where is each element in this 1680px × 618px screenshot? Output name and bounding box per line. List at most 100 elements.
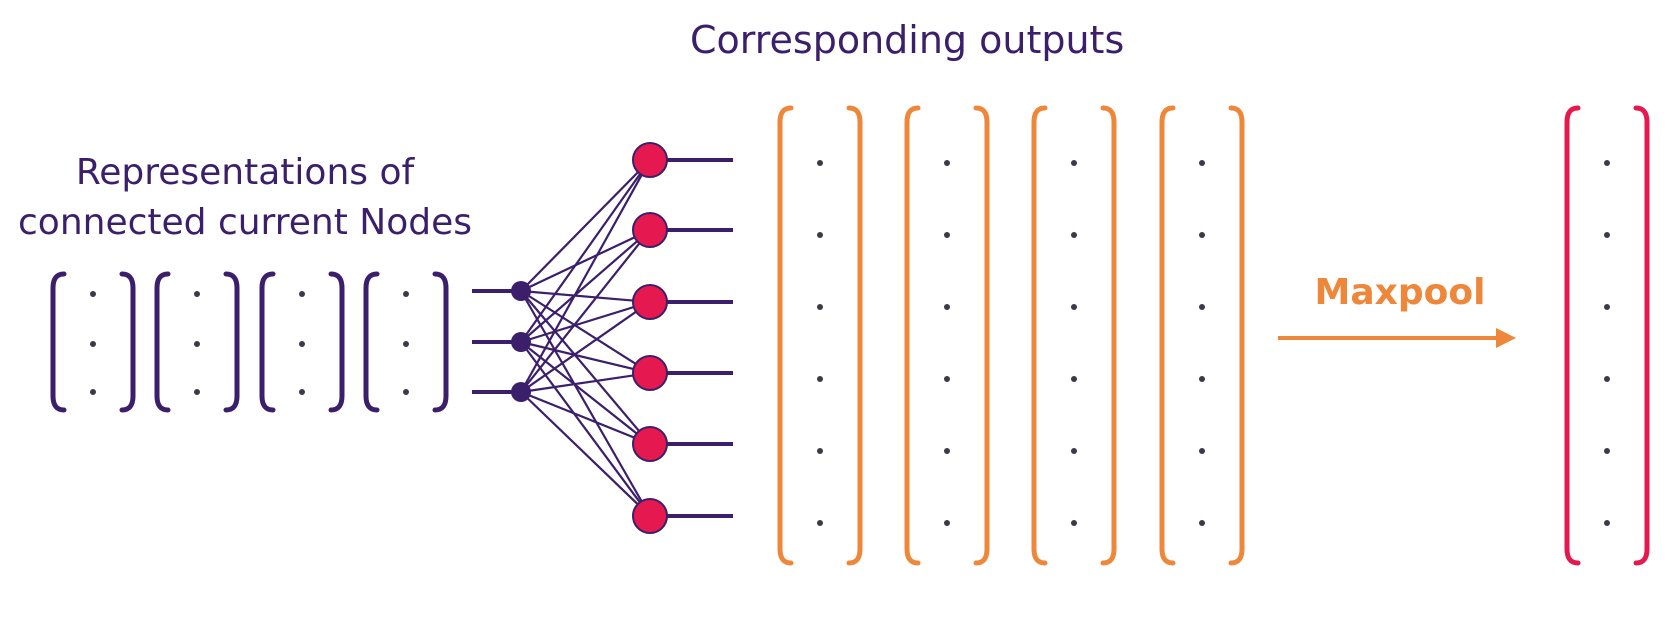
input-vector-3-dot-1 [299,291,305,297]
input-vector-1-right-bracket [119,271,136,413]
output-vector-1-left-bracket [777,105,794,566]
output-vector-1-dot-5 [817,448,823,454]
pooled-vector-left-bracket [1564,105,1581,566]
pooled-vector-dot-6 [1604,520,1610,526]
input-vector-2-right-bracket [223,271,240,413]
input-vector-3-dot-2 [299,341,305,347]
maxpool-label: Maxpool [1314,272,1486,313]
input-vector-2-dot-3 [194,389,200,395]
connection-3-6 [520,391,651,517]
output-vector-2-dot-4 [944,376,950,382]
input-vector-3-dot-3 [299,389,305,395]
input-vector-4-right-bracket [432,271,449,413]
connection-3-2 [520,229,651,393]
output-vector-4 [1159,105,1245,566]
input-vector-4-left-bracket [363,271,380,413]
neuron-1 [632,142,668,178]
pooled-vector-dot-2 [1604,232,1610,238]
pooled-vector-dot-5 [1604,448,1610,454]
connection-1-6 [520,290,651,517]
neuron-4 [632,355,668,391]
connection-3-4 [520,371,651,394]
input-vector-3-left-bracket [259,271,276,413]
output-vector-1-right-bracket [846,105,863,566]
input-vector-2-dot-2 [194,341,200,347]
output-vector-4-dot-6 [1199,520,1205,526]
output-vector-1-dot-4 [817,376,823,382]
neuron-3 [632,284,668,320]
output-vector-3-right-bracket [1100,105,1117,566]
output-vector-3-dot-1 [1071,160,1077,166]
connection-2-2 [520,229,651,343]
pooled-vector-dot-3 [1604,304,1610,310]
input-vector-2-dot-1 [194,291,200,297]
output-vector-3-dot-3 [1071,304,1077,310]
input-vector-1-dot-2 [90,341,96,347]
input-node-2 [511,332,531,352]
output-vector-2-dot-5 [944,448,950,454]
output-vector-4-dot-3 [1199,304,1205,310]
output-vector-1 [777,105,863,566]
pooled-vector-dot-1 [1604,160,1610,166]
input-node-3 [511,382,531,402]
output-vector-3 [1031,105,1117,566]
output-vector-2-left-bracket [904,105,921,566]
neuron-2 [632,212,668,248]
neuron-6 [632,498,668,534]
input-vector-4-dot-1 [403,291,409,297]
output-vector-1-dot-3 [817,304,823,310]
output-vector-4-right-bracket [1228,105,1245,566]
outputs-title: Corresponding outputs [690,18,1125,62]
input-vector-3-right-bracket [328,271,345,413]
pooled-vector [1564,105,1650,566]
arrow-right-icon [1496,328,1516,348]
output-vector-2-dot-2 [944,232,950,238]
connection-3-3 [520,301,651,393]
input-vector-1 [50,271,136,413]
input-vector-1-left-bracket [50,271,67,413]
output-vector-3-left-bracket [1031,105,1048,566]
input-node-1 [511,281,531,301]
output-vector-4-dot-5 [1199,448,1205,454]
pooled-vector-dot-4 [1604,376,1610,382]
connection-1-3 [520,289,651,304]
connection-3-1 [520,159,651,393]
pooled-vector-right-bracket [1633,105,1650,566]
output-vector-2-right-bracket [973,105,990,566]
input-vector-4-dot-3 [403,389,409,395]
output-vector-4-left-bracket [1159,105,1176,566]
input-vector-3 [259,271,345,413]
connection-1-1 [520,159,651,292]
output-vector-1-dot-1 [817,160,823,166]
neuron-5 [632,426,668,462]
output-vector-3-dot-6 [1071,520,1077,526]
input-vector-4 [363,271,449,413]
output-vector-2-dot-3 [944,304,950,310]
output-vector-3-dot-4 [1071,376,1077,382]
output-vector-2 [904,105,990,566]
connection-3-5 [520,390,651,446]
input-vector-4-dot-2 [403,341,409,347]
output-vector-4-dot-4 [1199,376,1205,382]
connection-2-6 [520,341,651,517]
input-vector-2-left-bracket [154,271,171,413]
output-vector-2-dot-1 [944,160,950,166]
output-vector-3-dot-5 [1071,448,1077,454]
connection-1-5 [520,290,651,445]
input-vector-1-dot-1 [90,291,96,297]
output-vector-3-dot-2 [1071,232,1077,238]
output-vector-2-dot-6 [944,520,950,526]
connection-2-5 [520,341,651,445]
input-vector-2 [154,271,240,413]
output-vector-1-dot-2 [817,232,823,238]
connection-2-3 [520,300,651,344]
output-vector-4-dot-2 [1199,232,1205,238]
connection-1-2 [520,229,651,292]
inputs-title-line-1: Representations of [75,152,415,193]
connection-1-4 [520,290,651,374]
inputs-title-line-2: connected current Nodes [18,202,472,243]
connection-2-4 [520,340,651,375]
output-vector-4-dot-1 [1199,160,1205,166]
